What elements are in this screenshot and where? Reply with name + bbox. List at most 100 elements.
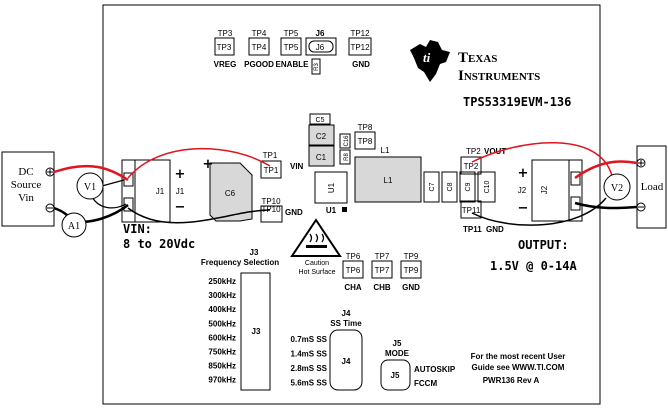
svg-text:VREG: VREG [214,60,237,69]
svg-text:C6: C6 [225,189,236,198]
ti-logo-icon: ti [410,40,450,82]
freq-option: 970kHz [208,376,236,385]
source-minus-terminal-icon [45,203,55,213]
dc-source-box: DC Source Vin [1,151,55,227]
resistor-r8: R8 [339,149,351,165]
ss-option: 5.6mS SS [291,379,328,388]
svg-text:TP11: TP11 [463,225,482,234]
svg-text:Load: Load [641,181,664,193]
ss-option: 1.4mS SS [291,350,328,359]
svg-text:J1: J1 [156,187,165,196]
svg-text:TP10: TP10 [261,197,281,206]
svg-text:R8: R8 [344,153,350,161]
capacitor-c2: C2 [308,124,335,146]
svg-text:Source: Source [11,179,42,191]
mode-fccm: FCCM [414,379,437,388]
freq-options-list: 250kHz300kHz400kHz500kHz600kHz750kHz850k… [208,277,236,385]
testpoint-tp5: TP5 TP5 ENABLE [276,29,310,69]
svg-text:J4: J4 [342,357,351,366]
company-name-line2: Instruments [458,68,540,84]
output-rating: 1.5V @ 0-14A [490,259,577,273]
freq-option: 750kHz [208,348,236,357]
svg-text:PGOOD: PGOOD [244,60,274,69]
user-guide-line2: Guide see WWW.TI.COM [472,363,565,372]
svg-text:CHB: CHB [373,283,391,292]
svg-text:TP2: TP2 [466,147,481,156]
svg-text:C7: C7 [429,182,436,191]
freq-option: 500kHz [208,319,236,328]
ammeter-a1-icon: A1 [61,212,87,238]
company-name-line1: Texas [458,50,497,66]
freq-option: 600kHz [208,333,236,342]
caution-line1: Caution [305,260,329,267]
output-positive-wire [574,160,638,180]
v1-wires [91,179,127,209]
svg-text:V1: V1 [84,182,96,193]
svg-text:TP10: TP10 [261,205,281,214]
svg-text:TP7: TP7 [375,252,390,261]
svg-text:J1: J1 [176,187,185,196]
svg-text:TP12: TP12 [350,29,370,38]
svg-text:TP1: TP1 [263,151,278,160]
svg-text:L1: L1 [381,146,390,155]
svg-text:VIN: VIN [290,162,304,171]
svg-text:+: + [175,167,186,182]
output-vout-sense-wire [471,142,613,177]
output-gnd-sense-wire [471,197,607,226]
vin-range: 8 to 20Vdc [123,237,195,251]
capacitor-c8: C8 [441,171,458,203]
svg-text:J3: J3 [252,327,261,336]
svg-text:TP1: TP1 [264,166,279,175]
svg-text:V2: V2 [611,183,623,194]
testpoint-tp7: TP7 TP7 CHB [371,252,393,292]
svg-text:+: + [203,157,214,172]
testpoint-tp9: TP9 TP9 GND [400,252,422,292]
jumper-j3: J3 [240,272,271,391]
svg-text:J2: J2 [540,185,549,194]
ss-option: 2.8mS SS [291,364,328,373]
ss-option: 0.7mS SS [291,335,328,344]
svg-text:GND: GND [486,225,504,234]
svg-text:ENABLE: ENABLE [276,60,310,69]
capacitor-c16: C16 [339,133,351,149]
testpoint-tp10: TP10 TP10 GND [260,197,303,223]
svg-text:TP8: TP8 [358,123,373,132]
testpoint-tp3: TP3 TP3 VREG [214,29,237,69]
svg-text:TP3: TP3 [218,29,233,38]
svg-text:C5: C5 [316,117,325,124]
svg-text:TP11: TP11 [462,206,481,215]
load-box: Load [636,145,667,229]
input-positive-wire [53,164,129,182]
svg-text:−: − [518,201,529,216]
svg-text:J6: J6 [316,29,325,38]
inductor-l1: L1 L1 [354,146,422,203]
svg-text:TP3: TP3 [217,43,232,52]
voltmeter-v1-icon: V1 [76,172,104,200]
freq-option: 250kHz [208,277,236,286]
svg-text:J6: J6 [316,43,325,52]
svg-text:GND: GND [352,60,370,69]
svg-text:C9: C9 [465,182,472,191]
load-minus-terminal-icon [636,202,646,212]
load-plus-terminal-icon [636,158,646,168]
capacitor-c6: C6 + [203,157,253,222]
testpoint-tp2: TP2 VOUT TP2 [460,147,506,175]
output-label: OUTPUT: [518,238,569,252]
svg-text:J5: J5 [391,371,400,380]
capacitor-c7: C7 [423,171,440,203]
j4-title: J4 [342,309,351,318]
board-part-number: TPS53319EVM-136 [463,95,571,109]
testpoint-tp12: TP12 TP12 GND [348,29,372,69]
svg-text:TP4: TP4 [252,43,267,52]
connector-j2: J2 J2 + − [518,159,583,222]
svg-text:GND: GND [402,283,420,292]
svg-text:CHA: CHA [344,283,362,292]
svg-text:J2: J2 [518,186,527,195]
resistor-r3: R3 [311,58,321,75]
capacitor-c10: C10 [477,171,496,203]
jumper-j6: J6 J6 [305,29,337,56]
jumper-j5: J5 [380,359,411,391]
ic-u1: U1 U1 [314,171,348,215]
svg-text:TP12: TP12 [350,43,370,52]
voltmeter-v2-icon: V2 [603,173,631,201]
